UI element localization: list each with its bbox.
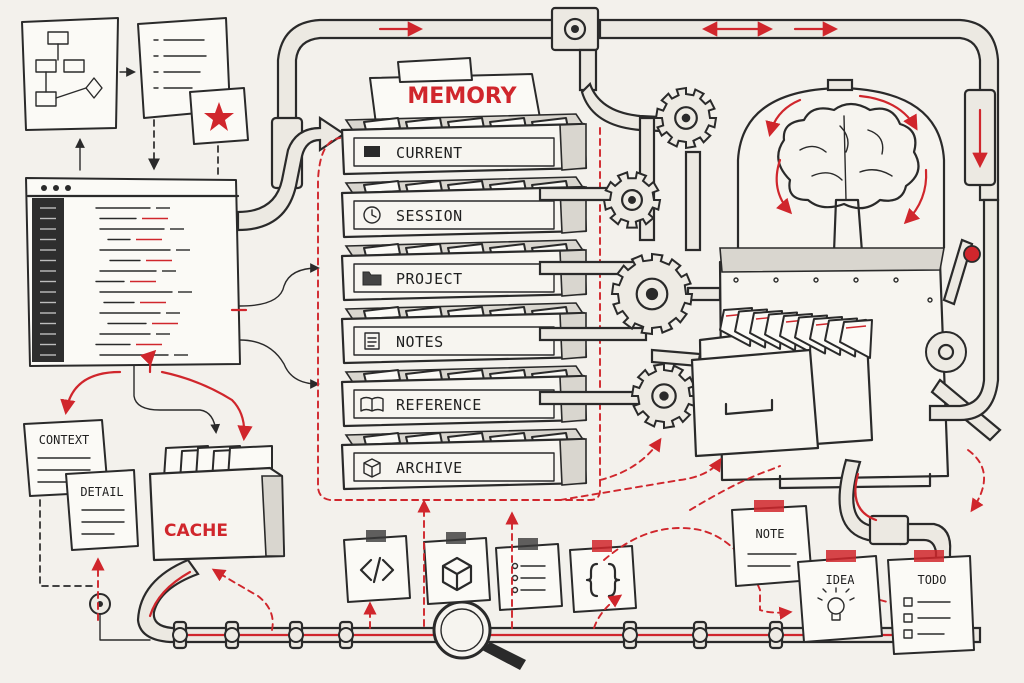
drawer-label: SESSION [396,207,463,225]
drawer-label: PROJECT [396,270,463,288]
starred-sheet [190,88,248,144]
memory-drawer-archive: ARCHIVE [342,429,586,489]
memory-title: MEMORY [407,84,517,109]
gear-icon [656,88,716,148]
drawer-label: ARCHIVE [396,459,463,477]
todo-card: TODO [888,550,974,654]
context-label: CONTEXT [39,433,90,447]
code-window [26,178,240,366]
drawer-label: CURRENT [396,144,463,162]
monitor-icon [364,146,380,157]
idea-card: IDEA [798,550,882,642]
drawer-label: REFERENCE [396,396,482,414]
cache-label: CACHE [164,521,228,541]
gear-icon [632,364,696,428]
sticky-note-cube [424,532,490,604]
sticky-note-braces [570,540,636,612]
cache-box: CACHE [150,446,284,560]
drawer-label: NOTES [396,333,444,351]
detail-label: DETAIL [80,485,123,499]
memory-drawer-session: SESSION [342,177,586,237]
gear-icon [612,254,692,334]
flowchart-sheet [22,18,118,130]
idea-label: IDEA [826,573,856,587]
todo-label: TODO [918,573,947,587]
note-label: NOTE [756,527,785,541]
memory-drawer-current: CURRENT [342,114,586,174]
sticky-note-code [344,530,410,602]
detail-note: DETAIL [66,470,138,550]
brain-machine [692,80,1000,488]
sticky-note-checklist [496,538,562,610]
